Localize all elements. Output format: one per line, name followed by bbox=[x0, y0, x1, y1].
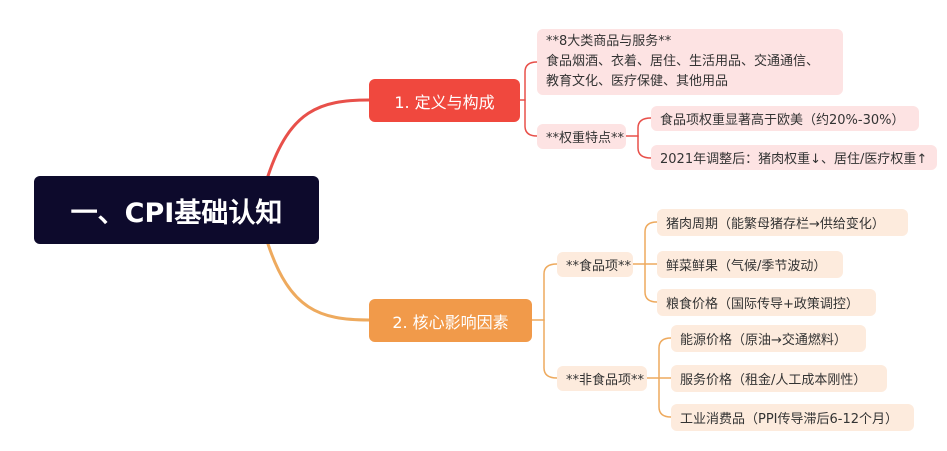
edge-weights-item2 bbox=[637, 135, 652, 159]
root-node[interactable]: 一、CPI基础认知 bbox=[34, 176, 319, 244]
branch-definition[interactable]: 1. 定义与构成 bbox=[369, 79, 520, 122]
edge-branch1-categories bbox=[524, 61, 538, 101]
edge-food-item3 bbox=[644, 263, 658, 303]
weights-item-1[interactable]: 食品项权重显著高于欧美（约20%-30%） bbox=[651, 106, 919, 131]
food-item-2[interactable]: 鲜菜鲜果（气候/季节波动） bbox=[657, 251, 843, 278]
edge-root-branch2 bbox=[266, 242, 371, 322]
nonfood-item-2[interactable]: 服务价格（租金/人工成本刚性） bbox=[671, 365, 887, 392]
food-item-3[interactable]: 粮食价格（国际传导+政策调控） bbox=[657, 289, 876, 316]
nonfood-node[interactable]: **非食品项** bbox=[557, 366, 647, 391]
edge-nonfood-item1 bbox=[658, 337, 672, 379]
categories-line-2: 教育文化、医疗保健、其他用品 bbox=[546, 74, 729, 89]
edge-weights-item1 bbox=[637, 117, 652, 137]
edge-branch1-weights bbox=[524, 99, 538, 137]
edge-branch2-food bbox=[543, 263, 558, 321]
categories-node[interactable]: **8大类商品与服务** 食品烟酒、衣着、居住、生活用品、交通通信、 教育文化、… bbox=[537, 29, 843, 95]
food-node[interactable]: **食品项** bbox=[557, 252, 633, 277]
categories-title: **8大类商品与服务** bbox=[546, 34, 672, 49]
weights-item-2[interactable]: 2021年调整后：猪肉权重↓、居住/医疗权重↑ bbox=[651, 145, 937, 170]
food-item-1[interactable]: 猪肉周期（能繁母猪存栏→供给变化） bbox=[657, 209, 908, 236]
edge-root-branch1 bbox=[266, 98, 371, 178]
weights-node[interactable]: **权重特点** bbox=[537, 124, 626, 149]
edge-food-item1 bbox=[644, 221, 658, 265]
branch-core-factors[interactable]: 2. 核心影响因素 bbox=[369, 299, 532, 342]
edge-nonfood-item3 bbox=[658, 377, 672, 418]
edge-branch2-nonfood bbox=[543, 319, 558, 379]
categories-line-1: 食品烟酒、衣着、居住、生活用品、交通通信、 bbox=[546, 54, 820, 69]
nonfood-item-3[interactable]: 工业消费品（PPI传导滞后6-12个月） bbox=[671, 404, 914, 431]
nonfood-item-1[interactable]: 能源价格（原油→交通燃料） bbox=[671, 325, 866, 352]
